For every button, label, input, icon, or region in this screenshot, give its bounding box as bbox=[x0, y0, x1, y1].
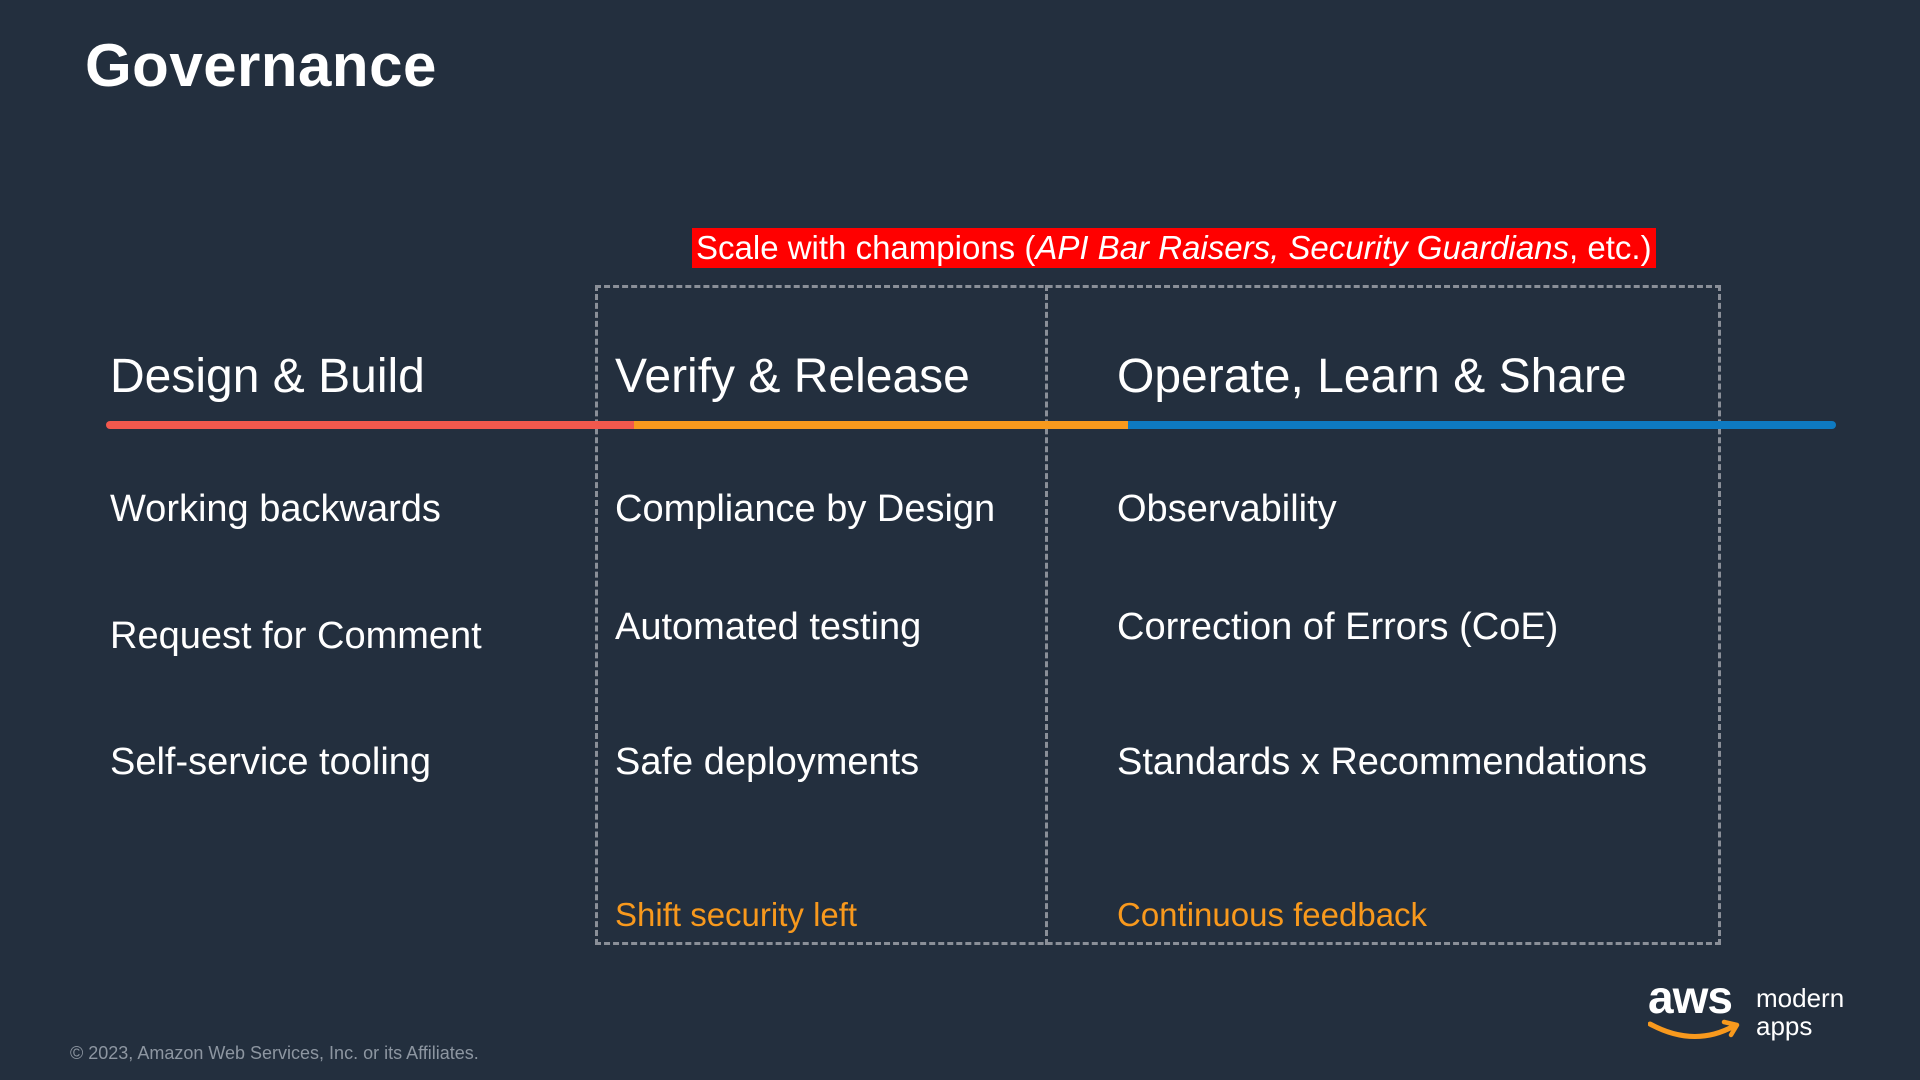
champions-banner-suffix: , etc.) bbox=[1569, 229, 1652, 266]
copyright-footer: © 2023, Amazon Web Services, Inc. or its… bbox=[70, 1043, 479, 1063]
column-item: Request for Comment bbox=[110, 615, 482, 657]
column-item: Standards x Recommendations bbox=[1117, 741, 1648, 783]
column-item: Self-service tooling bbox=[110, 741, 432, 783]
column-item: Observability bbox=[1117, 488, 1337, 530]
phase-bar-operate-learn-share bbox=[1128, 421, 1836, 429]
column-heading-operate-learn-share: Operate, Learn & Share bbox=[1117, 350, 1627, 403]
aws-modern-apps-logo: aws modern apps bbox=[1648, 972, 1848, 1048]
modern-apps-line2: apps bbox=[1756, 1011, 1813, 1041]
column-note-shift-left: Shift security left bbox=[615, 896, 858, 933]
column-heading-design-build: Design & Build bbox=[110, 350, 425, 403]
modern-apps-line1: modern bbox=[1756, 983, 1845, 1013]
column-item: Correction of Errors (CoE) bbox=[1117, 606, 1559, 648]
champions-dashed-frame bbox=[595, 285, 1721, 945]
champions-banner-examples: API Bar Raisers, Security Guardians bbox=[1035, 229, 1570, 266]
phase-bar-design-build bbox=[106, 421, 636, 429]
phase-bar-verify-release bbox=[634, 421, 1130, 429]
page-title: Governance bbox=[85, 32, 437, 99]
column-item: Compliance by Design bbox=[615, 488, 996, 530]
column-item: Automated testing bbox=[615, 606, 922, 648]
column-heading-verify-release: Verify & Release bbox=[615, 350, 970, 403]
champions-banner: Scale with champions (API Bar Raisers, S… bbox=[692, 228, 1656, 268]
champions-dashed-divider bbox=[1045, 285, 1048, 945]
aws-wordmark: aws bbox=[1648, 971, 1733, 1023]
column-item: Safe deployments bbox=[615, 741, 920, 783]
column-note-continuous-feedback: Continuous feedback bbox=[1117, 896, 1428, 933]
column-item: Working backwards bbox=[110, 488, 441, 530]
modern-apps-label: modern apps bbox=[1756, 984, 1844, 1040]
aws-smile-icon bbox=[1648, 1019, 1740, 1039]
champions-banner-prefix: Scale with champions ( bbox=[696, 229, 1036, 266]
